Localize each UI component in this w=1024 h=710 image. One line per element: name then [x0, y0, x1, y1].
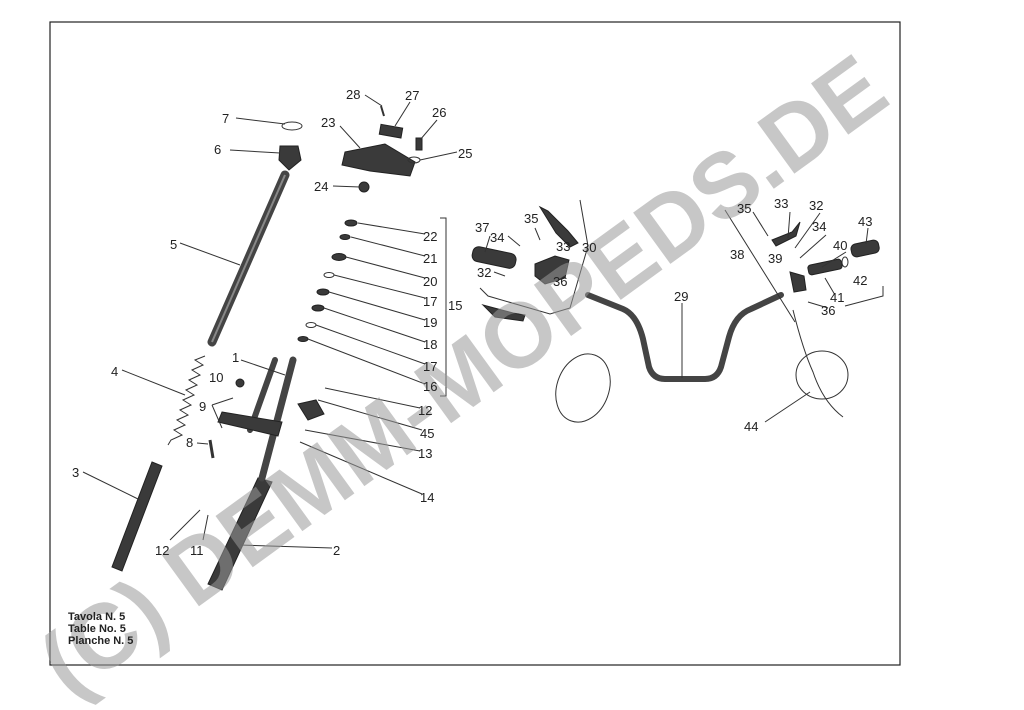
part-label: 6	[214, 142, 221, 157]
cable-left	[555, 353, 611, 423]
part-label: 28	[346, 87, 360, 102]
fork-tube-5	[207, 170, 290, 347]
bracket-38	[724, 209, 884, 323]
screw-26	[415, 137, 423, 151]
frame-border	[49, 21, 901, 666]
bolt-24	[358, 181, 370, 193]
part-label: 1	[232, 350, 239, 365]
part-label: 35	[524, 211, 538, 226]
part-label: 8	[186, 435, 193, 450]
part-label: 43	[858, 214, 872, 229]
caption-french: Planche N. 5	[68, 635, 134, 647]
part-label: 36	[821, 303, 835, 318]
cable-44	[795, 350, 849, 400]
leader-lines	[82, 94, 869, 549]
caption-italian: Tavola N. 5	[68, 611, 126, 623]
grip-43	[850, 239, 880, 258]
part-label: 32	[809, 198, 823, 213]
part-label: 34	[490, 230, 504, 245]
clamp-45	[297, 399, 325, 421]
screw-28	[380, 105, 385, 117]
part-label: 27	[405, 88, 419, 103]
spring-4	[167, 355, 206, 446]
ring-40	[841, 256, 849, 268]
part-label: 23	[321, 115, 335, 130]
bracket-15	[440, 217, 447, 397]
part-label: 32	[477, 265, 491, 280]
part-label: 3	[72, 465, 79, 480]
lever-33	[771, 221, 801, 247]
cable-ends	[297, 219, 358, 342]
part-label: 22	[423, 229, 437, 244]
part-label: 34	[812, 219, 826, 234]
part-label: 21	[423, 251, 437, 266]
part-label: 5	[170, 237, 177, 252]
watermark: (C) DEMM-MOPEDS.DE	[22, 36, 905, 710]
nut-10	[235, 378, 245, 388]
part-label: 35	[737, 201, 751, 216]
grip-37	[471, 246, 517, 269]
part-label: 9	[199, 399, 206, 414]
part-label: 36	[553, 274, 567, 289]
part-label: 24	[314, 179, 328, 194]
part-label: 40	[833, 238, 847, 253]
o-ring-7	[281, 121, 303, 131]
part-label: 19	[423, 315, 437, 330]
clamp-27	[378, 123, 404, 139]
part-labels: 28 27 26 23 25 7 6 24 22 21 20 17 15 19 …	[72, 87, 872, 558]
top-clamp-23	[341, 143, 416, 177]
part-label: 41	[830, 290, 844, 305]
part-label: 17	[423, 294, 437, 309]
part-label: 16	[423, 379, 437, 394]
lever-35	[538, 205, 579, 248]
part-label: 38	[730, 247, 744, 262]
part-label: 2	[333, 543, 340, 558]
part-label: 4	[111, 364, 118, 379]
part-label: 39	[768, 251, 782, 266]
caption-english: Table No. 5	[68, 623, 126, 635]
lower-leg-3	[111, 461, 163, 572]
part-label: 20	[423, 274, 437, 289]
part-label: 42	[853, 273, 867, 288]
housing-36	[534, 255, 570, 285]
bracket-30	[479, 199, 589, 315]
brake-lever	[481, 304, 526, 322]
part-label: 37	[475, 220, 489, 235]
part-label: 26	[432, 105, 446, 120]
bracket-1	[217, 411, 283, 437]
part-label: 12	[155, 543, 169, 558]
part-label: 33	[774, 196, 788, 211]
part-label: 10	[209, 370, 223, 385]
part-label: 11	[190, 543, 204, 558]
part-label: 33	[556, 239, 570, 254]
part-label: 13	[418, 446, 432, 461]
part-label: 25	[458, 146, 472, 161]
throttle-39	[789, 271, 807, 293]
fork-cap-6	[278, 145, 302, 171]
bolt-8	[208, 439, 215, 459]
part-label: 45	[420, 426, 434, 441]
part-label: 44	[744, 419, 758, 434]
tube-41	[807, 258, 843, 276]
part-label: 7	[222, 111, 229, 126]
part-label: 18	[423, 337, 437, 352]
part-label: 15	[448, 298, 462, 313]
part-label: 17	[423, 359, 437, 374]
part-label: 12	[418, 403, 432, 418]
part-label: 14	[420, 490, 434, 505]
part-label: 29	[674, 289, 688, 304]
handlebar-29	[585, 292, 784, 382]
part-label: 30	[582, 240, 596, 255]
